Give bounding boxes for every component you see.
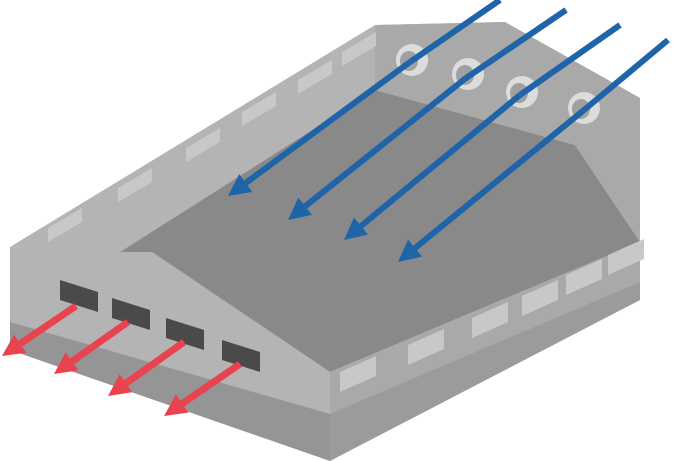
- airflow-in-arrow-3: [344, 92, 522, 240]
- left-wall-windows: [48, 32, 376, 242]
- window-left-5: [298, 60, 332, 94]
- airflow-in-arrows: [228, 0, 670, 262]
- airflow-in-outside-1: [408, 0, 502, 65]
- airflow-out-arrow-3: [108, 339, 187, 396]
- exhaust-vent-1: [60, 280, 98, 312]
- window-left-6: [342, 32, 376, 66]
- window-side-5: [566, 259, 602, 295]
- exhaust-vent-4: [222, 340, 260, 372]
- side-wall-windows: [340, 239, 644, 392]
- window-left-2: [118, 168, 152, 202]
- front-base-band: [10, 322, 330, 461]
- exhaust-vent-2: [112, 298, 150, 330]
- window-side-3: [472, 302, 508, 338]
- airflow-in-outside-2: [464, 7, 568, 81]
- airflow-in-outside-3: [518, 22, 622, 98]
- airflow-in-arrow-1: [228, 59, 412, 196]
- roof: [120, 90, 640, 372]
- window-side-6: [608, 239, 644, 275]
- exhaust-vent-3: [166, 318, 204, 350]
- building: [10, 22, 640, 461]
- window-side-1: [340, 356, 376, 392]
- window-side-4: [522, 280, 558, 316]
- airflow-in-outside-4: [582, 37, 670, 113]
- airflow-out-arrow-4: [164, 361, 242, 416]
- airflow-out-arrow-1: [2, 303, 78, 356]
- airflow-out-arrow-2: [54, 319, 131, 374]
- window-side-2: [408, 329, 444, 365]
- airflow-out-arrows: [2, 303, 242, 416]
- left-roof-slope: [10, 25, 375, 252]
- window-left-3: [186, 128, 220, 162]
- right-roof-slope: [375, 22, 640, 242]
- side-base-band: [330, 282, 640, 461]
- exhaust-vents: [60, 280, 260, 372]
- airflow-in-arrow-4: [398, 107, 586, 262]
- window-left-1: [48, 208, 82, 242]
- airflow-in-arrow-2: [288, 75, 468, 220]
- window-left-4: [242, 92, 276, 126]
